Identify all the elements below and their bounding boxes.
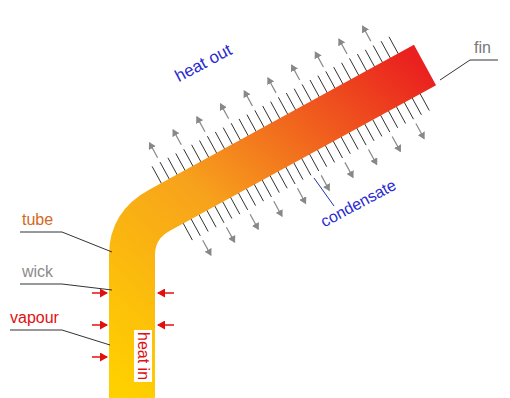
heat-out-arrow [298,188,306,203]
heat-out-arrow [292,65,300,80]
heat-out-arrow [416,124,424,139]
heat-out-arrow [392,137,400,152]
heat-out-arrow [250,214,258,229]
heat-out-arrow [221,104,229,119]
heat-out-arrow [321,175,329,190]
heat-out-arrow [244,91,252,106]
heat-out-arrow [274,201,282,216]
heat-in-label: heat in [134,330,152,382]
heat-in-arrows [92,293,174,357]
heat-out-arrow [226,227,234,242]
heat-out-arrow [268,78,276,93]
heat-out-arrow [363,26,371,41]
fin-label: fin [474,40,491,56]
heat-out-arrow [203,240,211,255]
heat-out-arrow [150,143,158,158]
vapour-label: vapour [10,310,59,326]
heat-out-arrow [345,162,353,177]
heat-out-label: heat out [170,39,237,87]
heat-out-arrow [173,130,181,145]
heat-out-arrow [197,117,205,132]
heat-out-arrow [315,52,323,67]
wick-label: wick [22,264,53,280]
condensate-label: condensate [316,175,401,232]
tube [132,65,425,398]
heat-out-arrow [339,39,347,54]
heat-out-arrow [369,150,377,165]
heat-out-arrows [150,26,425,255]
tube-label: tube [22,212,53,228]
leader-lines [10,60,498,345]
